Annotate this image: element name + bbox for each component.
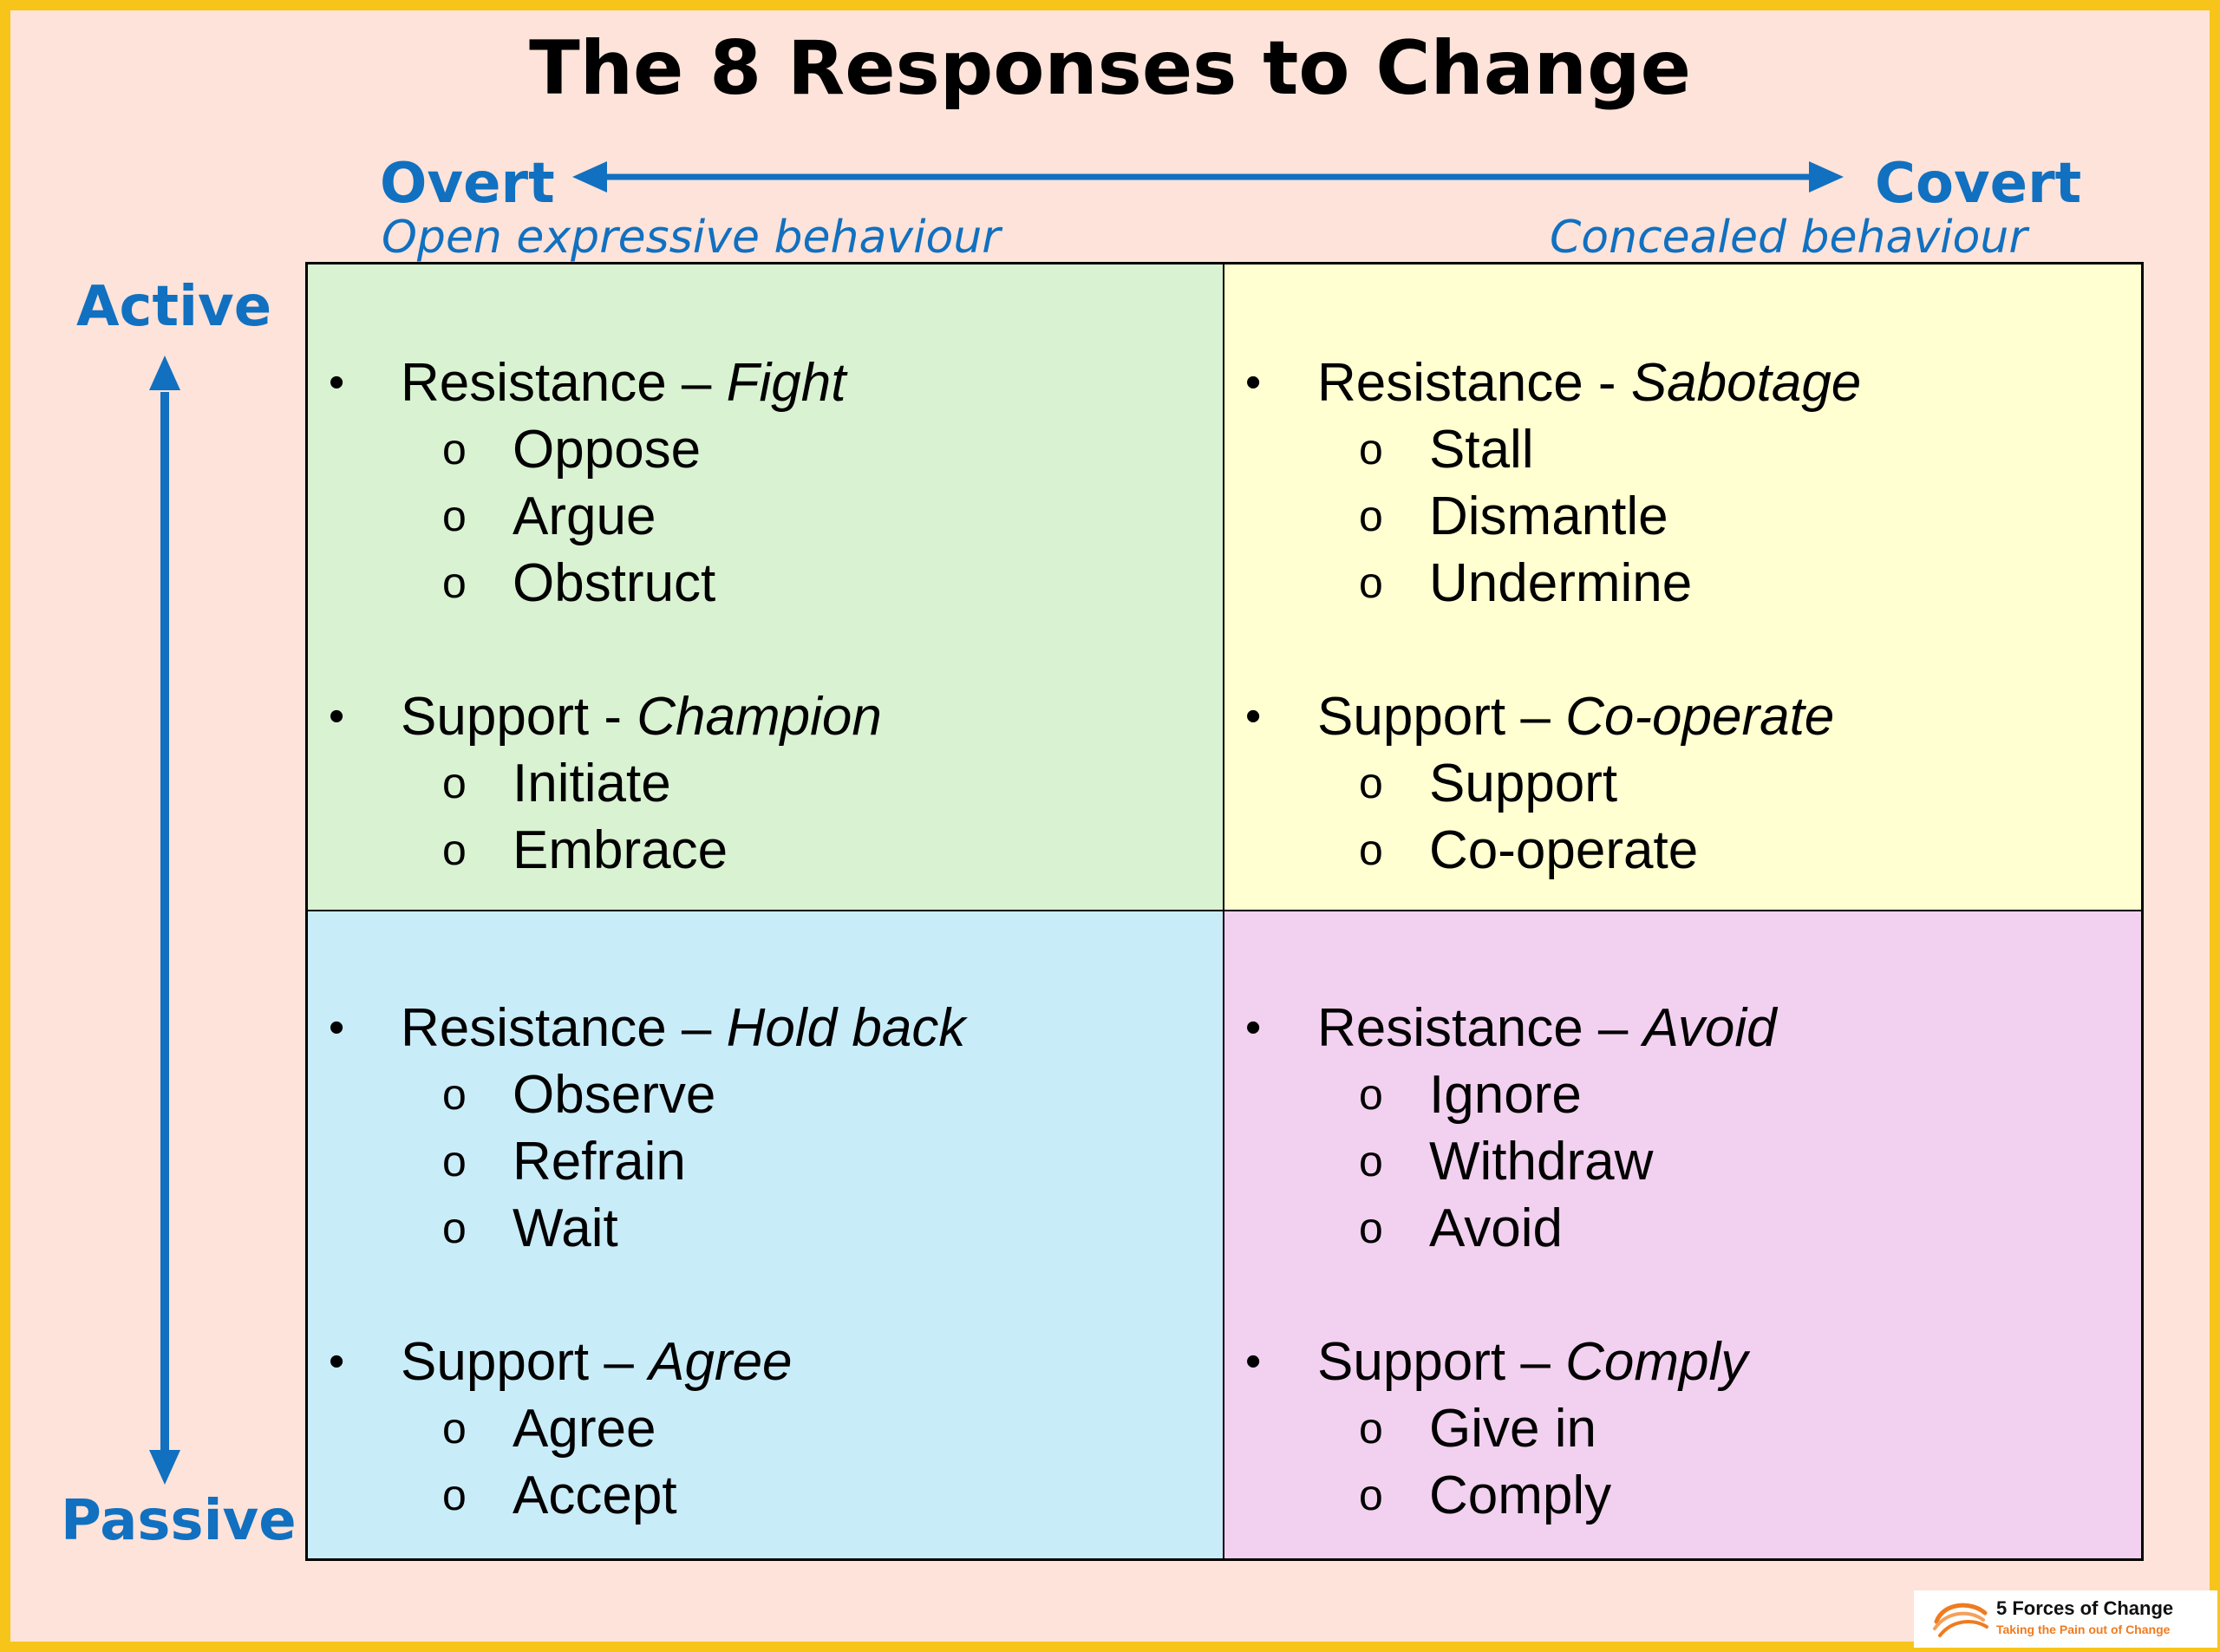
group-heading: •Resistance – Avoid xyxy=(1245,998,1777,1058)
group-heading: •Resistance – Fight xyxy=(329,353,846,413)
axis-label-active: Active xyxy=(76,275,272,339)
logo-name: 5 Forces of Change xyxy=(1996,1597,2174,1619)
axis-label-overt: Overt xyxy=(380,152,555,216)
group-heading: •Support – Comply xyxy=(1245,1332,1748,1392)
group-heading: •Resistance - Sabotage xyxy=(1245,353,1862,413)
axis-label-covert: Covert xyxy=(1875,152,2082,216)
vertical-arrow xyxy=(149,356,180,1485)
group-heading: •Support – Agree xyxy=(329,1332,793,1392)
axis-label-passive: Passive xyxy=(61,1489,297,1553)
axis-arrows xyxy=(149,161,1844,1485)
logo-icon xyxy=(1933,1603,1988,1637)
group-heading: •Support - Champion xyxy=(329,687,882,747)
group-heading: •Resistance – Hold back xyxy=(329,998,966,1058)
logo: 5 Forces of Change Taking the Pain out o… xyxy=(1914,1590,2217,1648)
axis-sub-covert: Concealed behaviour xyxy=(1550,212,2027,264)
diagram-frame: The 8 Responses to Change Overt Open exp… xyxy=(10,10,2217,1648)
horizontal-arrow xyxy=(572,161,1844,193)
diagram-title: The 8 Responses to Change xyxy=(529,25,1691,112)
axis-sub-overt: Open expressive behaviour xyxy=(382,212,1001,264)
group-heading: •Support – Co-operate xyxy=(1245,687,1835,747)
logo-tagline: Taking the Pain out of Change xyxy=(1996,1623,2171,1636)
